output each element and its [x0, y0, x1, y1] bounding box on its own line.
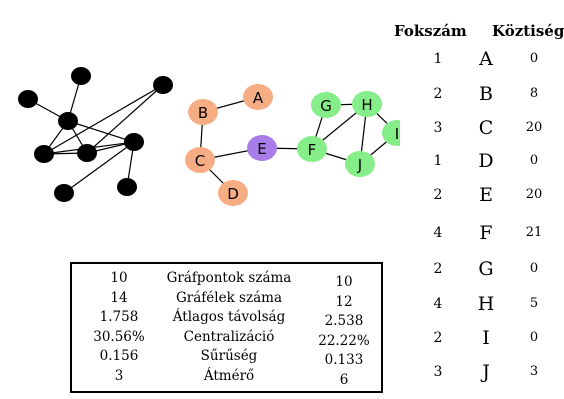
table-degree-J: 3 [433, 364, 443, 380]
stats-right-value: 6 [339, 371, 349, 388]
black-graph-node [71, 67, 91, 85]
table-letter-H: H [477, 293, 495, 315]
table-betweenness-B: 8 [529, 86, 539, 101]
black-graph-edge [67, 120, 135, 143]
degree-header: Fokszám [394, 22, 467, 40]
stats-row: 3 Átmérő 6 [72, 367, 381, 388]
graph-node-I [382, 120, 400, 146]
stats-row: 1.758 Átlagos távolság 2.538 [72, 309, 381, 329]
table-letter-B: B [479, 83, 493, 105]
graph-node-label-D: D [227, 185, 239, 203]
table-letter-D: D [478, 150, 494, 172]
black-graph-edges [27, 75, 164, 194]
graph-node-label-C: C [195, 152, 205, 170]
table-betweenness-E: 20 [525, 187, 543, 202]
table-letter-E: E [479, 184, 493, 206]
table-betweenness-A: 0 [529, 51, 539, 66]
table-degree-B: 2 [433, 86, 443, 102]
table-degree-C: 3 [433, 120, 443, 136]
black-graph-node [34, 145, 54, 163]
black-graph-node [54, 184, 74, 202]
stats-label: Sűrűség [200, 348, 258, 364]
table-letter-A: A [479, 48, 493, 70]
black-graph-node [117, 178, 137, 196]
graph-node-label-F: F [308, 141, 317, 159]
stats-left-value: 0.156 [99, 348, 139, 364]
table-letter-I: I [482, 327, 490, 349]
graph-node-F [297, 136, 327, 162]
stats-right-value: 10 [335, 274, 353, 290]
black-graph-node [18, 90, 38, 108]
table-degree-G: 2 [433, 261, 443, 277]
graph-node-D [218, 180, 248, 206]
table-degree-A: 1 [433, 51, 443, 67]
graph-node-label-B: B [198, 104, 208, 122]
stats-label: Gráfélek száma [176, 289, 282, 306]
black-graph-edge [43, 84, 164, 155]
betweenness-header: Köztiség [492, 22, 564, 40]
graph-node-H [352, 91, 382, 117]
black-graph-edge [86, 84, 164, 154]
table-degree-H: 4 [433, 296, 443, 312]
graph-node-label-J: J [357, 156, 362, 174]
table-betweenness-G: 0 [529, 261, 539, 276]
graph-node-label-A: A [253, 89, 264, 107]
black-graph-nodes [18, 67, 173, 202]
graph-node-G [311, 92, 341, 118]
table-letter-J: J [482, 361, 490, 383]
table-degree-F: 4 [433, 225, 443, 241]
table-betweenness-D: 0 [529, 153, 539, 168]
table-betweenness-F: 21 [525, 225, 543, 240]
black-graph-node [153, 76, 173, 94]
graph-node-label-H: H [361, 96, 372, 114]
stats-row: 30.56% Centralizáció 22.22% [72, 328, 381, 349]
table-degree-I: 2 [433, 330, 443, 346]
graph-node-label-G: G [320, 97, 332, 115]
graph-node-label-E: E [257, 140, 266, 158]
graph-node-label-I: I [395, 125, 399, 143]
network-graphs: A B C D E F G H I J [18, 67, 400, 206]
black-graph-node [58, 112, 78, 130]
stats-left-value: 14 [110, 289, 128, 306]
black-graph-node [77, 144, 97, 162]
table-letter-C: C [478, 117, 494, 139]
stats-right-value: 22.22% [318, 332, 370, 349]
stats-left-value: 10 [110, 270, 128, 286]
graph-node-C [185, 147, 215, 173]
stats-label: Átlagos távolság [172, 309, 286, 325]
graph-node-E [247, 135, 277, 161]
black-graph-edge [63, 141, 135, 194]
table-degree-E: 2 [433, 187, 443, 203]
graph-node-J [345, 151, 375, 177]
black-graph-node [124, 133, 144, 151]
stats-label: Gráfpontok száma [166, 270, 292, 286]
stats-left-value: 1.758 [99, 309, 139, 325]
table-betweenness-I: 0 [529, 330, 539, 345]
graph-node-B [188, 99, 218, 125]
stats-left-value: 3 [114, 367, 124, 384]
stats-label: Centralizáció [183, 328, 275, 345]
stats-row: 14 Gráfélek száma 12 [72, 289, 381, 310]
table-letter-F: F [479, 222, 493, 244]
stats-right-value: 12 [335, 293, 353, 310]
table-betweenness-J: 3 [529, 364, 539, 379]
table-letter-G: G [478, 258, 494, 280]
stats-label: Átmérő [203, 367, 255, 384]
labeled-graph-nodes: A B C D E F G H I J [185, 84, 400, 206]
stats-right-value: 2.538 [324, 313, 364, 329]
stats-right-value: 0.133 [324, 352, 364, 368]
table-betweenness-C: 20 [525, 120, 543, 135]
stats-left-value: 30.56% [93, 328, 145, 345]
table-betweenness-H: 5 [529, 296, 539, 311]
graph-node-A [243, 84, 273, 110]
stats-row: 10 Gráfpontok száma 10 [72, 270, 381, 290]
stats-row: 0.156 Sűrűség 0.133 [72, 348, 381, 368]
table-degree-D: 1 [433, 153, 443, 169]
